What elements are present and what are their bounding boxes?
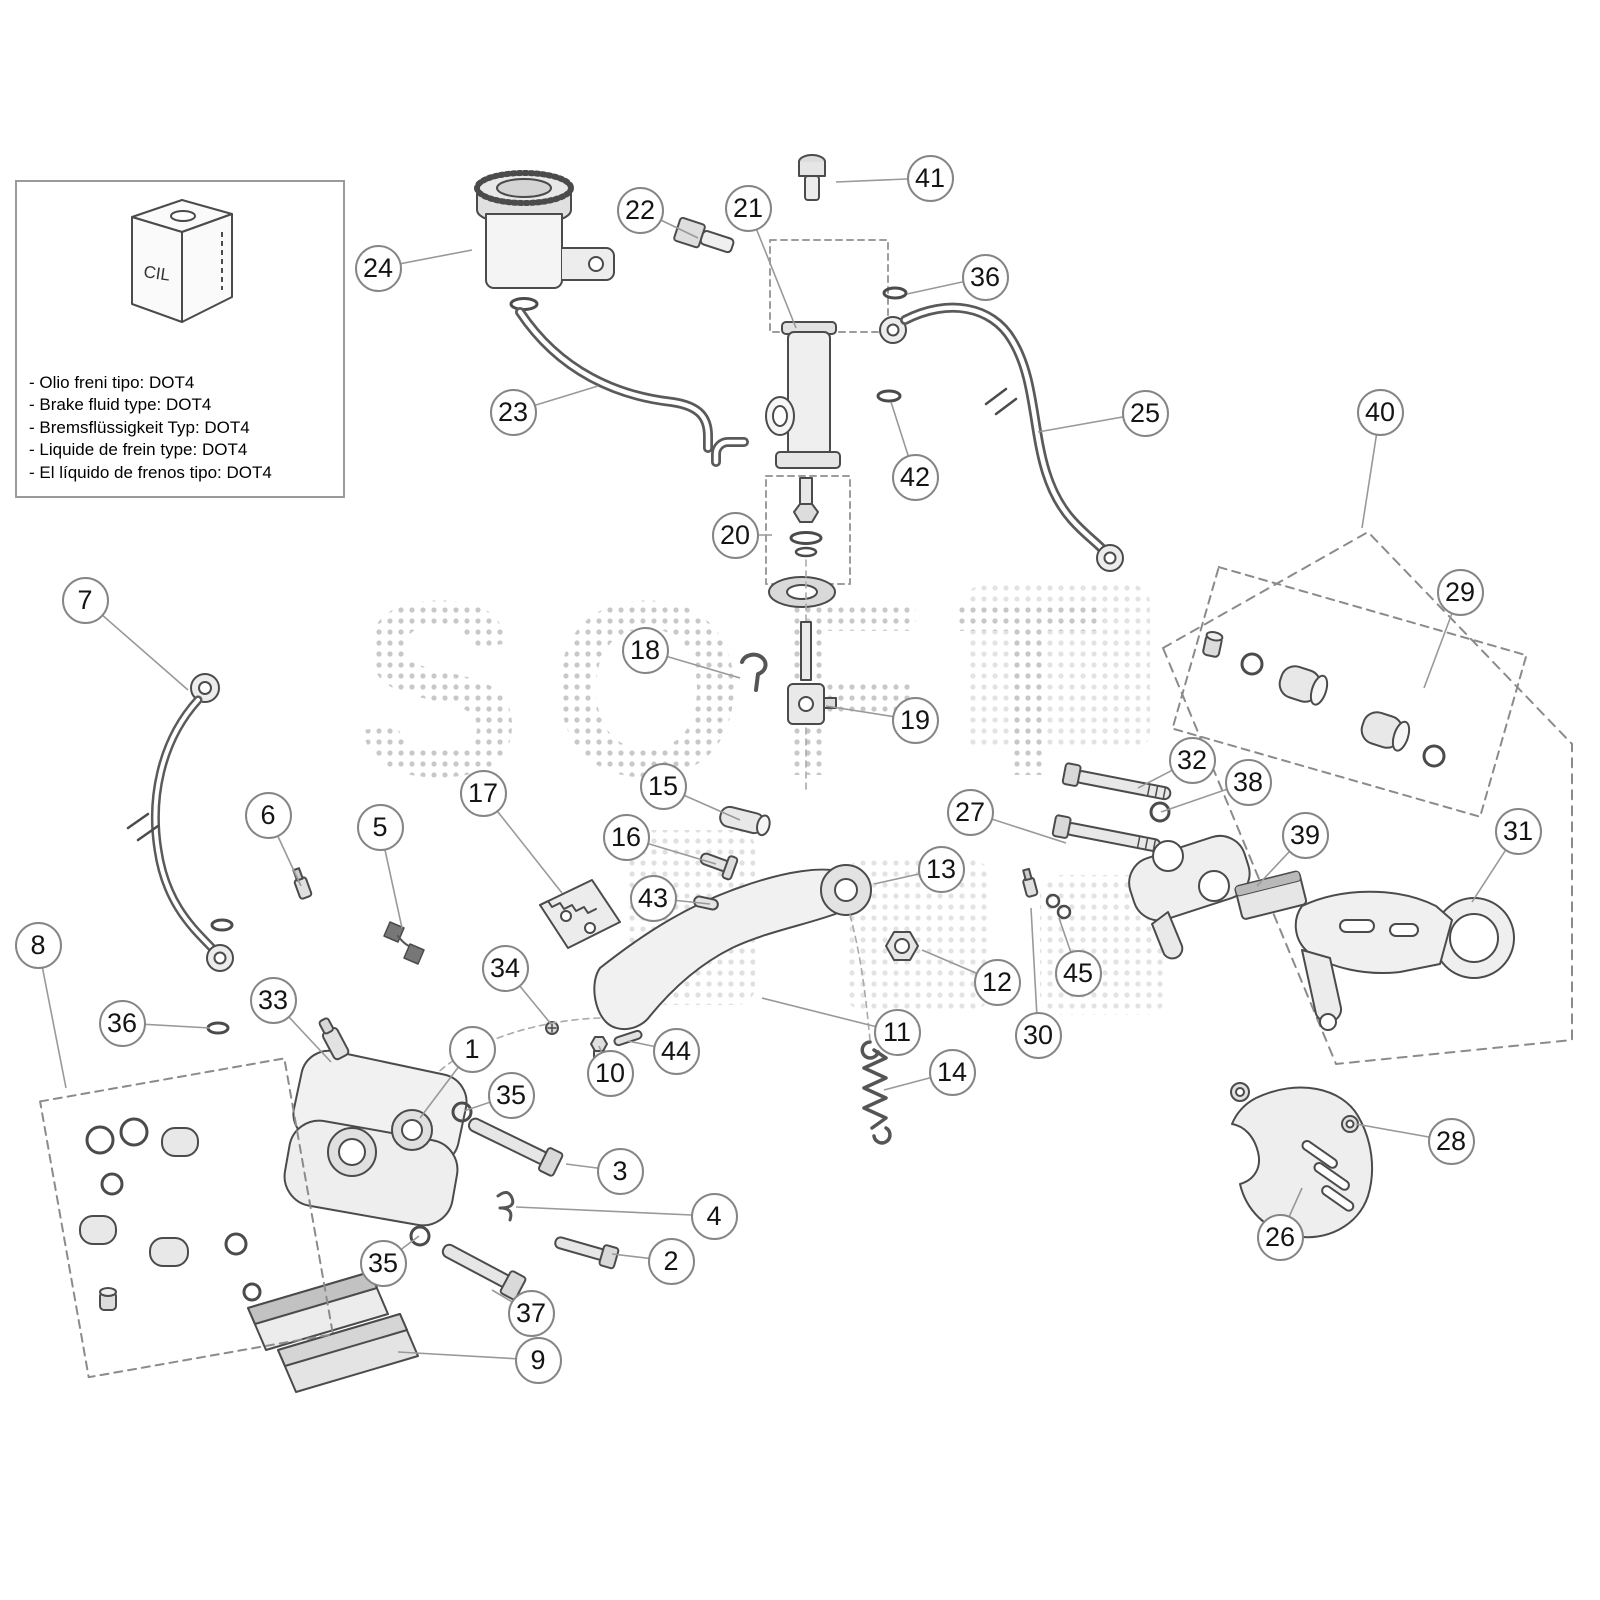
brake-pads bbox=[247, 1271, 419, 1393]
info-line-de: - Bremsflüssigkeit Typ: DOT4 bbox=[29, 417, 250, 437]
slide-pins bbox=[1022, 762, 1172, 920]
callout-36[interactable]: 36 bbox=[961, 253, 1009, 301]
callout-29[interactable]: 29 bbox=[1436, 568, 1484, 616]
callout-35[interactable]: 35 bbox=[359, 1239, 407, 1287]
callout-11[interactable]: 11 bbox=[873, 1008, 921, 1056]
callout-9[interactable]: 9 bbox=[514, 1336, 562, 1384]
callout-6[interactable]: 6 bbox=[244, 791, 292, 839]
front-hose bbox=[126, 673, 234, 1035]
info-line-en: - Brake fluid type: DOT4 bbox=[29, 395, 212, 415]
callout-21[interactable]: 21 bbox=[724, 184, 772, 232]
callout-4[interactable]: 4 bbox=[690, 1192, 738, 1240]
callout-31[interactable]: 31 bbox=[1494, 807, 1542, 855]
master-cylinder bbox=[711, 154, 908, 469]
brake-pedal bbox=[539, 805, 919, 1064]
info-line-fr: - Liquide de frein type: DOT4 bbox=[29, 440, 248, 460]
fluid-info-box: CIL - Olio freni tipo: DOT4 - Brake flui… bbox=[15, 180, 345, 498]
rear-caliper bbox=[283, 867, 601, 1227]
callout-12[interactable]: 12 bbox=[973, 958, 1021, 1006]
info-line-es: - El líquido de frenos tipo: DOT4 bbox=[29, 462, 272, 482]
seal-kit bbox=[39, 1057, 334, 1379]
callout-20[interactable]: 20 bbox=[711, 511, 759, 559]
callout-30[interactable]: 30 bbox=[1014, 1011, 1062, 1059]
callout-44[interactable]: 44 bbox=[652, 1027, 700, 1075]
pushrod-assembly bbox=[740, 475, 851, 793]
callout-15[interactable]: 15 bbox=[639, 762, 687, 810]
callout-45[interactable]: 45 bbox=[1054, 949, 1102, 997]
caliper-hardware bbox=[409, 1101, 620, 1301]
callout-22[interactable]: 22 bbox=[616, 186, 664, 234]
callout-18[interactable]: 18 bbox=[621, 626, 669, 674]
container-label: CIL bbox=[142, 262, 171, 284]
callout-34[interactable]: 34 bbox=[481, 944, 529, 992]
fluid-info-lines: - Olio freni tipo: DOT4 - Brake fluid ty… bbox=[29, 372, 335, 484]
callout-33[interactable]: 33 bbox=[249, 976, 297, 1024]
fluid-container-icon: CIL bbox=[131, 199, 233, 323]
callout-42[interactable]: 42 bbox=[891, 453, 939, 501]
callout-14[interactable]: 14 bbox=[928, 1048, 976, 1096]
info-line-it: - Olio freni tipo: DOT4 bbox=[29, 372, 195, 392]
callout-19[interactable]: 19 bbox=[891, 696, 939, 744]
fluid-reservoir bbox=[474, 170, 615, 311]
callout-16[interactable]: 16 bbox=[602, 813, 650, 861]
reservoir-hose bbox=[515, 307, 713, 453]
callout-26[interactable]: 26 bbox=[1256, 1213, 1304, 1261]
callout-39[interactable]: 39 bbox=[1281, 811, 1329, 859]
callout-2[interactable]: 2 bbox=[647, 1237, 695, 1285]
callout-28[interactable]: 28 bbox=[1427, 1117, 1475, 1165]
callout-8[interactable]: 8 bbox=[14, 921, 62, 969]
callout-13[interactable]: 13 bbox=[917, 845, 965, 893]
rear-brake-hose bbox=[900, 302, 1124, 572]
callout-32[interactable]: 32 bbox=[1168, 736, 1216, 784]
callout-41[interactable]: 41 bbox=[906, 154, 954, 202]
callout-17[interactable]: 17 bbox=[459, 769, 507, 817]
callout-5[interactable]: 5 bbox=[356, 803, 404, 851]
disc-guard bbox=[1230, 1082, 1374, 1239]
callout-25[interactable]: 25 bbox=[1121, 389, 1169, 437]
callout-35[interactable]: 35 bbox=[487, 1071, 535, 1119]
callout-10[interactable]: 10 bbox=[586, 1049, 634, 1097]
pin-bushing-kit bbox=[1171, 566, 1528, 818]
callout-1[interactable]: 1 bbox=[448, 1025, 496, 1073]
callout-27[interactable]: 27 bbox=[946, 788, 994, 836]
callout-24[interactable]: 24 bbox=[354, 244, 402, 292]
callout-23[interactable]: 23 bbox=[489, 388, 537, 436]
caliper-kit-boundary bbox=[1162, 531, 1573, 1065]
callout-37[interactable]: 37 bbox=[507, 1289, 555, 1337]
caliper-carrier bbox=[1128, 834, 1308, 960]
callout-7[interactable]: 7 bbox=[61, 576, 109, 624]
callout-40[interactable]: 40 bbox=[1356, 388, 1404, 436]
caliper-bracket bbox=[1294, 890, 1515, 1031]
callout-43[interactable]: 43 bbox=[629, 874, 677, 922]
callout-38[interactable]: 38 bbox=[1224, 758, 1272, 806]
callout-3[interactable]: 3 bbox=[596, 1147, 644, 1195]
return-spring bbox=[849, 914, 892, 1145]
callout-36[interactable]: 36 bbox=[98, 999, 146, 1047]
